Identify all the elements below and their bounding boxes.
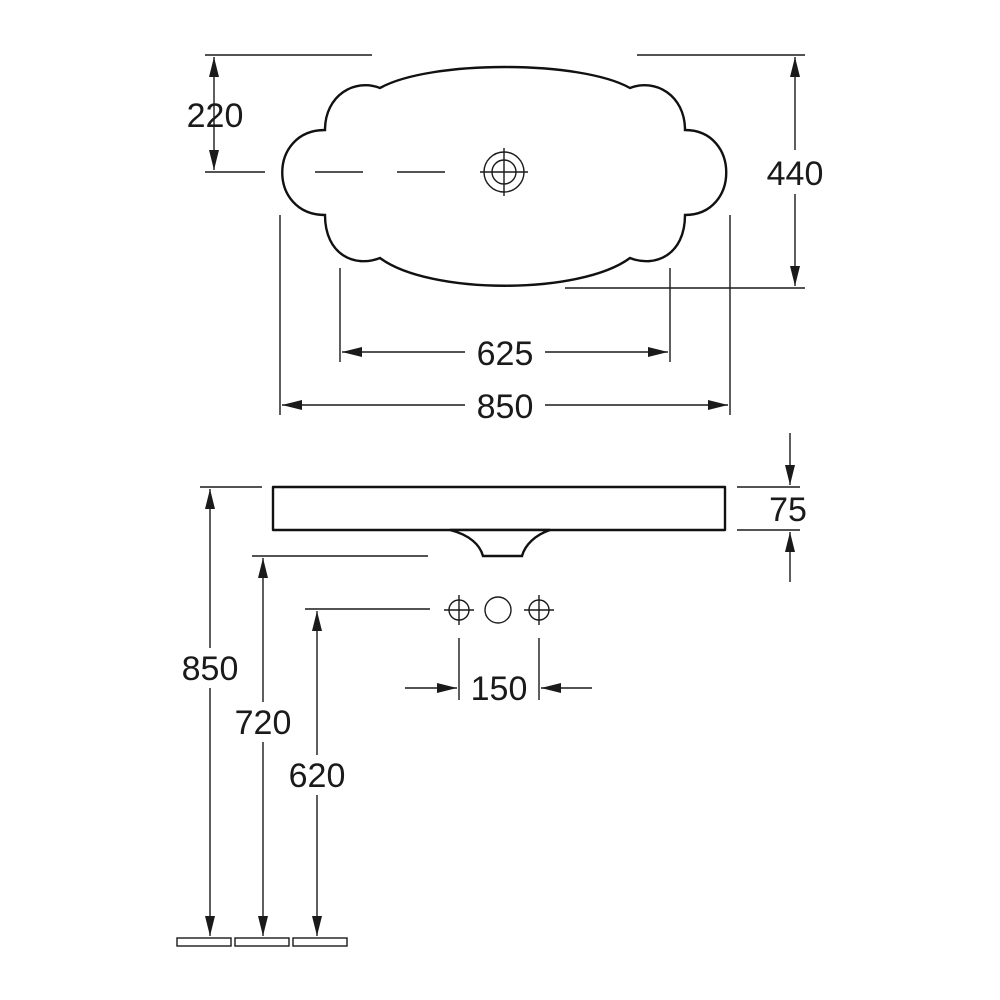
dim-440-label: 440: [767, 155, 824, 193]
floor-marker: [234, 937, 290, 947]
dim-220-label: 220: [187, 97, 244, 135]
dim-75-label: 75: [769, 491, 807, 529]
dim-625-label: 625: [477, 335, 534, 373]
tap-symbol-left: [444, 595, 474, 625]
dim-850-width-label: 850: [477, 388, 534, 426]
floor-marker: [176, 937, 232, 947]
drain-outlet: [449, 528, 551, 558]
floor-marker: [292, 937, 348, 947]
top-view: 220 440 625 850: [187, 54, 830, 426]
side-view: 75 150 850: [175, 433, 807, 947]
drain-symbol: [480, 148, 528, 196]
tap-symbol-right: [524, 595, 554, 625]
dim-850-height-label: 850: [182, 650, 239, 688]
spout-symbol-center: [484, 596, 512, 624]
dim-620-label: 620: [289, 757, 346, 795]
dim-720-label: 720: [235, 704, 292, 742]
basin-side-profile: [271, 485, 727, 532]
dim-150-label: 150: [471, 670, 528, 708]
